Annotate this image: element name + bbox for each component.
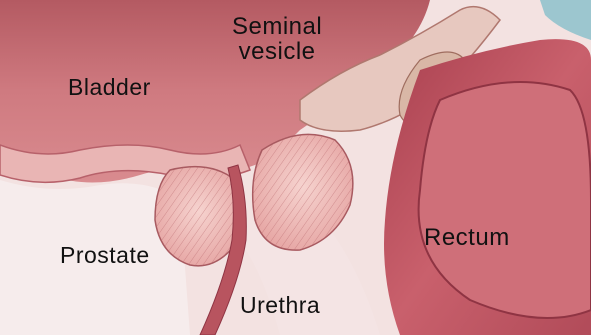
bladder-label: Bladder (68, 74, 151, 101)
prostate-label: Prostate (60, 242, 150, 269)
seminal-vesicle-label-line1: Seminal (232, 14, 322, 39)
seminal-vesicle-label-line2: vesicle (232, 39, 322, 64)
urethra-label: Urethra (240, 292, 320, 319)
rectum-label: Rectum (424, 224, 510, 252)
seminal-vesicle-label: Seminal vesicle (232, 14, 322, 64)
